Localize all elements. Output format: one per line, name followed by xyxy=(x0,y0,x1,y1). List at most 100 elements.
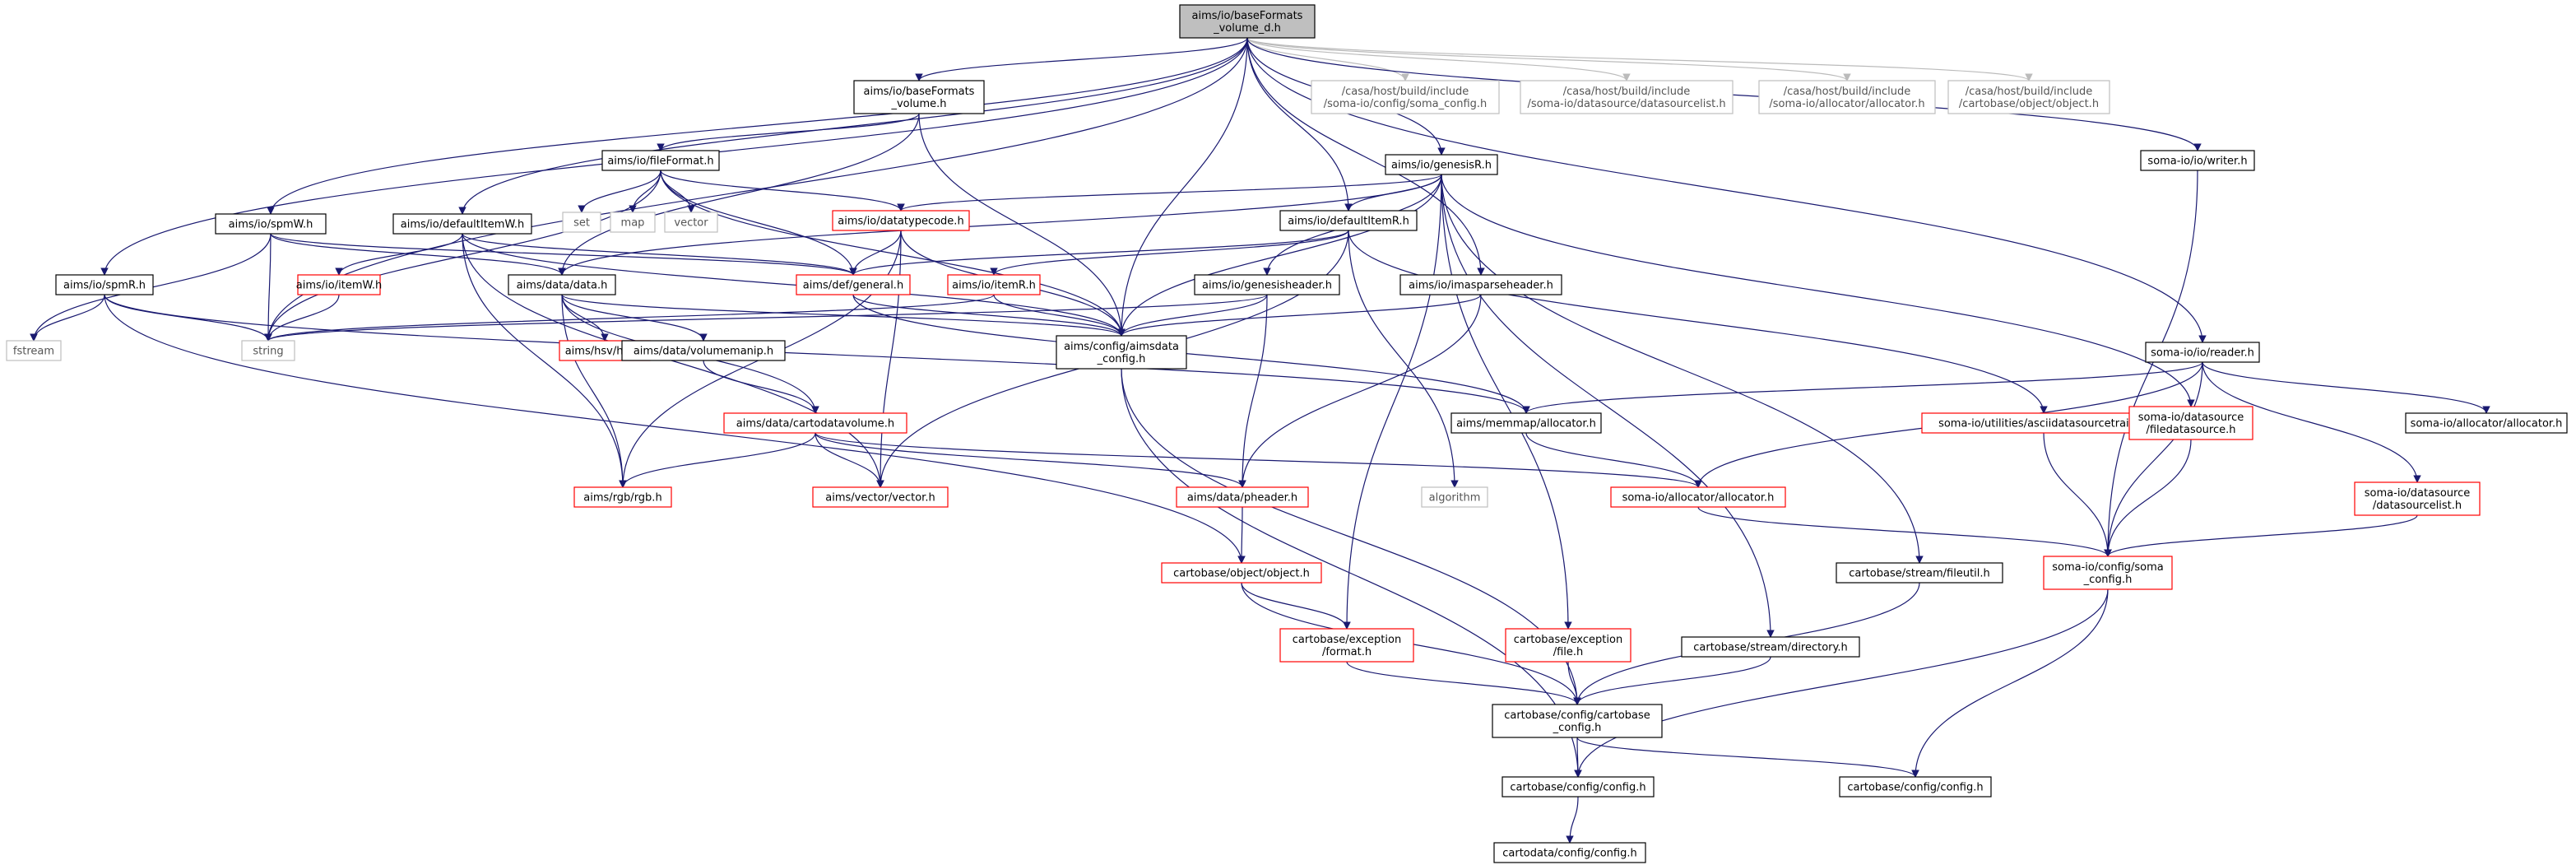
node-genesisheader[interactable]: aims/io/genesisheader.h xyxy=(1194,274,1340,295)
node-vector-aims[interactable]: aims/vector/vector.h xyxy=(812,486,949,508)
edge-config-left-to-cartodata-config xyxy=(1566,796,1579,844)
node-label: aims/io/baseFormats xyxy=(1192,10,1303,22)
node-box xyxy=(241,340,295,361)
node-label: cartobase/config/config.h xyxy=(1847,782,1983,794)
edge-defaultItemW-to-rgb xyxy=(462,233,627,488)
node-reader[interactable]: soma-io/io/reader.h xyxy=(2145,342,2260,363)
node-itemR[interactable]: aims/io/itemR.h xyxy=(947,274,1041,295)
node-general[interactable]: aims/def/general.h xyxy=(796,274,911,295)
edge-cartodatavolume-to-pheader xyxy=(815,432,1246,488)
node-box xyxy=(2145,342,2260,363)
node-label: soma-io/datasource xyxy=(2138,412,2244,424)
edge-cartodatavolume-to-rgb xyxy=(619,432,816,488)
edge-genesisheader-to-string xyxy=(264,294,1268,342)
node-object-ext[interactable]: /casa/host/build/include/cartobase/objec… xyxy=(1947,80,2110,114)
node-box xyxy=(392,213,532,235)
node-label: aims/data/data.h xyxy=(517,280,608,292)
node-label: aims/data/cartodatavolume.h xyxy=(736,418,894,430)
node-somaio-allocator-allocator[interactable]: soma-io/allocator/allocator.h xyxy=(2405,412,2568,434)
node-somaio-allocator[interactable]: soma-io/allocator/allocator.h xyxy=(1610,486,1786,508)
node-box xyxy=(215,213,327,235)
node-rgb[interactable]: aims/rgb/rgb.h xyxy=(573,486,672,508)
node-itemW[interactable]: aims/io/itemW.h xyxy=(296,274,382,295)
node-box xyxy=(812,486,949,508)
edge-cartobase-config-to-config-right xyxy=(1576,737,1919,778)
edge-cartodatavolume-to-vector-aims xyxy=(815,432,884,488)
node-asciidatasourcetraits[interactable]: soma-io/utilities/asciidatasourcetraits.… xyxy=(1921,412,2166,434)
node-pheader[interactable]: aims/data/pheader.h xyxy=(1176,486,1309,508)
edge-root-to-object-ext xyxy=(1246,37,2033,81)
node-box xyxy=(2128,406,2253,440)
node-defaultItemW[interactable]: aims/io/defaultItemW.h xyxy=(392,213,532,235)
node-box xyxy=(2043,556,2173,590)
node-fileFormat[interactable]: aims/io/fileFormat.h xyxy=(601,150,720,171)
edge-datatypecode-to-general xyxy=(849,230,902,276)
node-label: set xyxy=(573,217,590,230)
edge-writer-to-soma-config xyxy=(2104,170,2198,557)
edge-defaultItemW-to-general xyxy=(462,233,857,276)
node-label: aims/data/volumemanip.h xyxy=(634,346,773,358)
node-box xyxy=(1399,274,1562,295)
node-set[interactable]: set xyxy=(562,212,601,233)
node-exception-file[interactable]: cartobase/exception/file.h xyxy=(1505,628,1631,663)
node-map[interactable]: map xyxy=(610,212,656,233)
node-soma-config-ext[interactable]: /casa/host/build/include/soma-io/config/… xyxy=(1311,80,1500,114)
node-cartodatavolume[interactable]: aims/data/cartodatavolume.h xyxy=(723,412,907,434)
node-filedatasource[interactable]: soma-io/datasource/filedatasource.h xyxy=(2128,406,2253,440)
edge-root-to-imasparseheader xyxy=(1246,37,1485,276)
edge-memmap-allocator-to-somaio-allocator xyxy=(1525,432,1702,488)
node-imasparseheader[interactable]: aims/io/imasparseheader.h xyxy=(1399,274,1562,295)
node-vector-std[interactable]: vector xyxy=(664,212,718,233)
node-box xyxy=(1311,80,1500,114)
node-config-right[interactable]: cartobase/config/config.h xyxy=(1839,776,1992,798)
edge-directory-to-cartobase-config xyxy=(1573,656,1771,705)
node-box xyxy=(1056,335,1187,370)
node-label: soma-io/config/soma xyxy=(2052,561,2164,574)
node-aimsdata-config[interactable]: aims/config/aimsdata_config.h xyxy=(1056,335,1187,370)
node-box xyxy=(1610,486,1786,508)
edge-cartobase-config-to-config-left xyxy=(1574,737,1582,778)
node-label: algorithm xyxy=(1429,492,1481,505)
edge-fileFormat-to-set xyxy=(578,170,661,213)
node-label: cartodata/config/config.h xyxy=(1502,848,1636,860)
node-defaultItemR[interactable]: aims/io/defaultItemR.h xyxy=(1279,210,1418,231)
node-root[interactable]: aims/io/baseFormats_volume_d.h xyxy=(1179,4,1316,39)
edge-defaultItemR-to-algorithm xyxy=(1348,230,1459,488)
node-fileutil[interactable]: cartobase/stream/fileutil.h xyxy=(1836,562,2003,584)
edge-cartobase-object-to-exception-format xyxy=(1241,582,1351,630)
edges-layer xyxy=(30,37,2490,844)
node-allocator-ext[interactable]: /casa/host/build/include/soma-io/allocat… xyxy=(1758,80,1936,114)
node-string[interactable]: string xyxy=(241,340,295,361)
node-directory[interactable]: cartobase/stream/directory.h xyxy=(1681,636,1860,658)
node-genesisR[interactable]: aims/io/genesisR.h xyxy=(1385,154,1498,175)
node-cartobase-config[interactable]: cartobase/config/cartobase_config.h xyxy=(1492,704,1663,738)
node-box xyxy=(1839,776,1992,798)
node-box xyxy=(1836,562,2003,584)
node-volumemanip[interactable]: aims/data/volumemanip.h xyxy=(621,340,786,361)
node-writer[interactable]: soma-io/io/writer.h xyxy=(2140,150,2255,171)
node-datatypecode[interactable]: aims/io/datatypecode.h xyxy=(832,210,970,231)
node-datasourcelist[interactable]: soma-io/datasource/datasourcelist.h xyxy=(2354,481,2481,516)
node-cartobase-object[interactable]: cartobase/object/object.h xyxy=(1161,562,1322,584)
node-spmR[interactable]: aims/io/spmR.h xyxy=(55,274,154,295)
node-label: aims/io/spmW.h xyxy=(229,219,313,231)
node-memmap-allocator[interactable]: aims/memmap/allocator.h xyxy=(1450,412,1602,434)
node-label: /soma-io/allocator/allocator.h xyxy=(1769,98,1924,110)
node-fstream[interactable]: fstream xyxy=(6,340,62,361)
edge-fileFormat-to-map xyxy=(629,170,661,213)
node-datasourcelist-ext[interactable]: /casa/host/build/include/soma-io/datasou… xyxy=(1520,80,1734,114)
edge-spmR-to-fstream xyxy=(30,294,105,342)
node-data[interactable]: aims/data/data.h xyxy=(508,274,616,295)
node-cartodata-config[interactable]: cartodata/config/config.h xyxy=(1493,842,1646,863)
node-box xyxy=(2354,481,2481,516)
node-box xyxy=(2140,150,2255,171)
node-box xyxy=(1385,154,1498,175)
node-spmW[interactable]: aims/io/spmW.h xyxy=(215,213,327,235)
node-algorithm[interactable]: algorithm xyxy=(1421,486,1488,508)
edge-itemR-to-string xyxy=(264,294,995,342)
node-exception-format[interactable]: cartobase/exception/format.h xyxy=(1279,628,1414,663)
node-label: /file.h xyxy=(1553,646,1584,658)
node-soma-config[interactable]: soma-io/config/soma_config.h xyxy=(2043,556,2173,590)
node-config-left[interactable]: cartobase/config/config.h xyxy=(1502,776,1655,798)
node-baseFormats-volume[interactable]: aims/io/baseFormats_volume.h xyxy=(853,80,985,114)
